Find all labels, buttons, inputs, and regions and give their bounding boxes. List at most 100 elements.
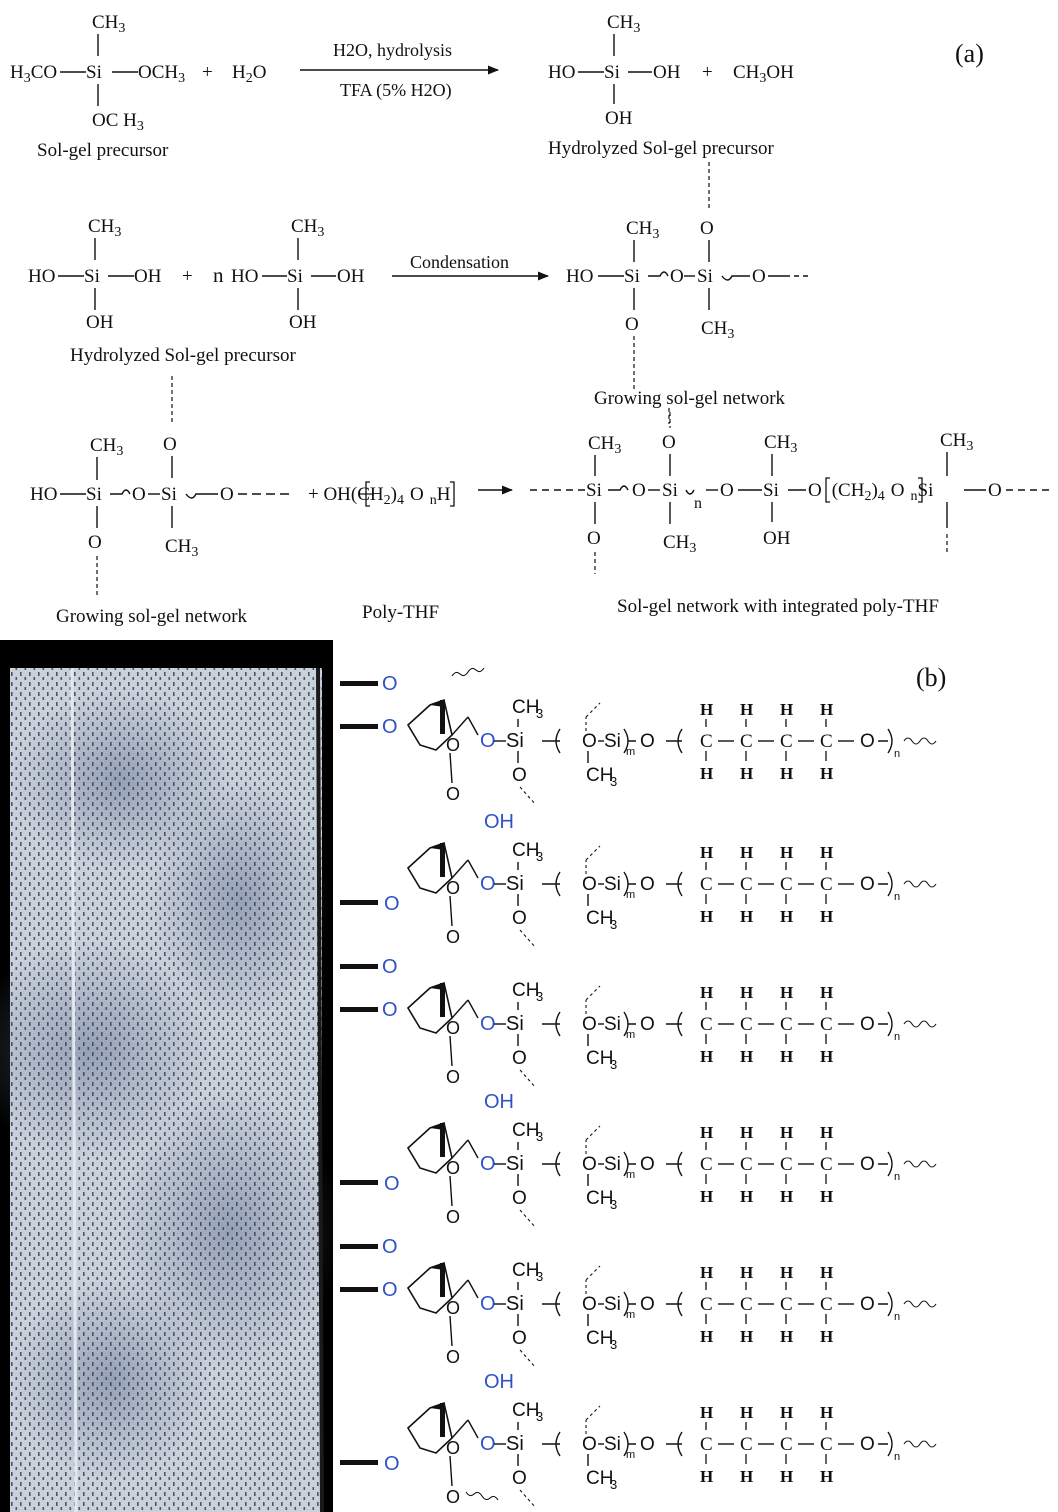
repeat-n: n: [694, 495, 702, 512]
subscript: 3: [536, 1129, 543, 1144]
hydroxyl-group: OH: [484, 811, 514, 833]
repeat-bracket: [878, 1291, 893, 1317]
silicon-atom: Si: [287, 266, 303, 287]
repeat-m: m: [626, 1449, 635, 1461]
fabric-photo: [0, 640, 340, 1512]
bond: [467, 859, 479, 879]
oxygen-atom: O: [860, 1434, 875, 1455]
repeat-bracket: [878, 1151, 893, 1177]
oxygen-atom: O: [582, 731, 597, 752]
hydrogen-atom: H: [700, 1467, 713, 1486]
glycosidic-oxygen: O: [446, 1487, 460, 1507]
oxygen-atom: O: [512, 1188, 527, 1209]
oxygen-atom: O: [860, 1294, 875, 1315]
chain-continuation: [903, 1020, 937, 1028]
row3-growing-network: O CH3 HO Si O Si O CH3 O Growing sol-gel…: [30, 376, 292, 627]
methyl-label: CH3: [701, 318, 734, 342]
panel-label-b: (b): [916, 663, 946, 692]
hydroxyl-left: HO: [30, 484, 57, 505]
arrow-label-catalyst: TFA (5% H2O): [340, 80, 452, 101]
carbon-atom: C: [780, 731, 793, 752]
plus-sign: +: [182, 266, 193, 287]
methyl-label: CH3: [626, 218, 659, 242]
subscript: 3: [536, 989, 543, 1004]
label-poly-thf: Poly-THF: [362, 602, 439, 623]
surface-bond: [340, 1460, 378, 1465]
oxygen-atom: O: [860, 731, 875, 752]
bridging-oxygen: O: [88, 532, 102, 553]
hydrogen-atom: H: [740, 1327, 753, 1346]
chain-continuation: [903, 1300, 937, 1308]
bond: [585, 985, 601, 1001]
hydroxyl-right: OH: [134, 266, 162, 287]
repeat-bracket: [542, 1151, 561, 1177]
bridging-oxygen: O: [720, 480, 734, 501]
carbon-atom: C: [700, 1434, 713, 1455]
hydrogen-atom: H: [780, 983, 793, 1002]
repeat-bracket: [623, 1431, 636, 1457]
hydrogen-atom: H: [700, 1263, 713, 1282]
silicon-atom: Si: [624, 266, 640, 287]
label-hydrolyzed-precursor: Hydrolyzed Sol-gel precursor: [548, 138, 774, 159]
oxygen-atom: O: [480, 1293, 496, 1315]
hydrogen-atom: H: [740, 1467, 753, 1486]
glycosidic-oxygen: O: [446, 1347, 460, 1367]
repeat-m: m: [626, 746, 635, 758]
hydrogen-atom: H: [740, 764, 753, 783]
carbon-atom: C: [700, 1154, 713, 1175]
silicon-atom: Si: [506, 1433, 524, 1455]
hydroxyl-left: HO: [548, 62, 575, 83]
methyl-label: CH: [586, 765, 613, 786]
repeat-bracket: [542, 871, 561, 897]
silicon-atom: Si: [86, 484, 102, 505]
methyl-label: CH: [512, 1260, 539, 1281]
bond: [585, 845, 601, 861]
subscript: 3: [610, 1337, 617, 1352]
oxygen-atom: O: [512, 908, 527, 929]
carbon-atom: C: [820, 1154, 833, 1175]
row1-precursor: CH3 H3CO Si OCH3 OC H3 Sol-gel precursor: [10, 12, 185, 161]
ring-oxygen: O: [446, 1298, 460, 1318]
repeat-m: m: [626, 1029, 635, 1041]
row2-reactant-b: CH3 HO Si OH OH: [231, 216, 365, 333]
bond: [451, 716, 469, 736]
hydrogen-atom: H: [740, 1047, 753, 1066]
oxygen-atom: O: [512, 1328, 527, 1349]
bond: [451, 999, 469, 1019]
bridging-oxygen: O: [220, 484, 234, 505]
label-growing-network: Growing sol-gel network: [56, 606, 248, 627]
silicon-atom: Si: [586, 480, 602, 501]
carbon-atom: C: [740, 1434, 753, 1455]
chain-continuation: [465, 1491, 499, 1501]
repeat-bracket: [878, 728, 893, 754]
repeat-bracket: [623, 1011, 636, 1037]
carbon-atom: C: [820, 731, 833, 752]
oxygen-atom: O: [384, 1173, 400, 1195]
bond: [519, 1209, 537, 1229]
hydrogen-atom: H: [700, 1187, 713, 1206]
label-growing-network: Growing sol-gel network: [594, 388, 786, 409]
oxygen-atom: O: [640, 1154, 655, 1175]
repeat-m: m: [626, 1169, 635, 1181]
methyl-label: CH: [586, 1328, 613, 1349]
panel-label-a: (a): [955, 39, 984, 68]
chain-continuation: [903, 1440, 937, 1448]
methyl-label: CH: [586, 908, 613, 929]
hydrogen-atom: H: [820, 1327, 833, 1346]
carbon-atom: C: [780, 1014, 793, 1035]
bold-bond: [440, 1263, 445, 1297]
oxygen-atom: O: [384, 893, 400, 915]
methyl-label: CH3: [291, 216, 324, 240]
oxygen-atom: O: [512, 1048, 527, 1069]
row2-reactant-a: CH3 HO Si OH OH: [28, 216, 162, 333]
bridging-oxygen: O: [700, 218, 714, 239]
surface-bond: [340, 1287, 378, 1292]
ring-oxygen: O: [446, 878, 460, 898]
chain-continuation: [451, 667, 485, 677]
methyl-label: CH: [586, 1048, 613, 1069]
hydrogen-atom: H: [820, 843, 833, 862]
